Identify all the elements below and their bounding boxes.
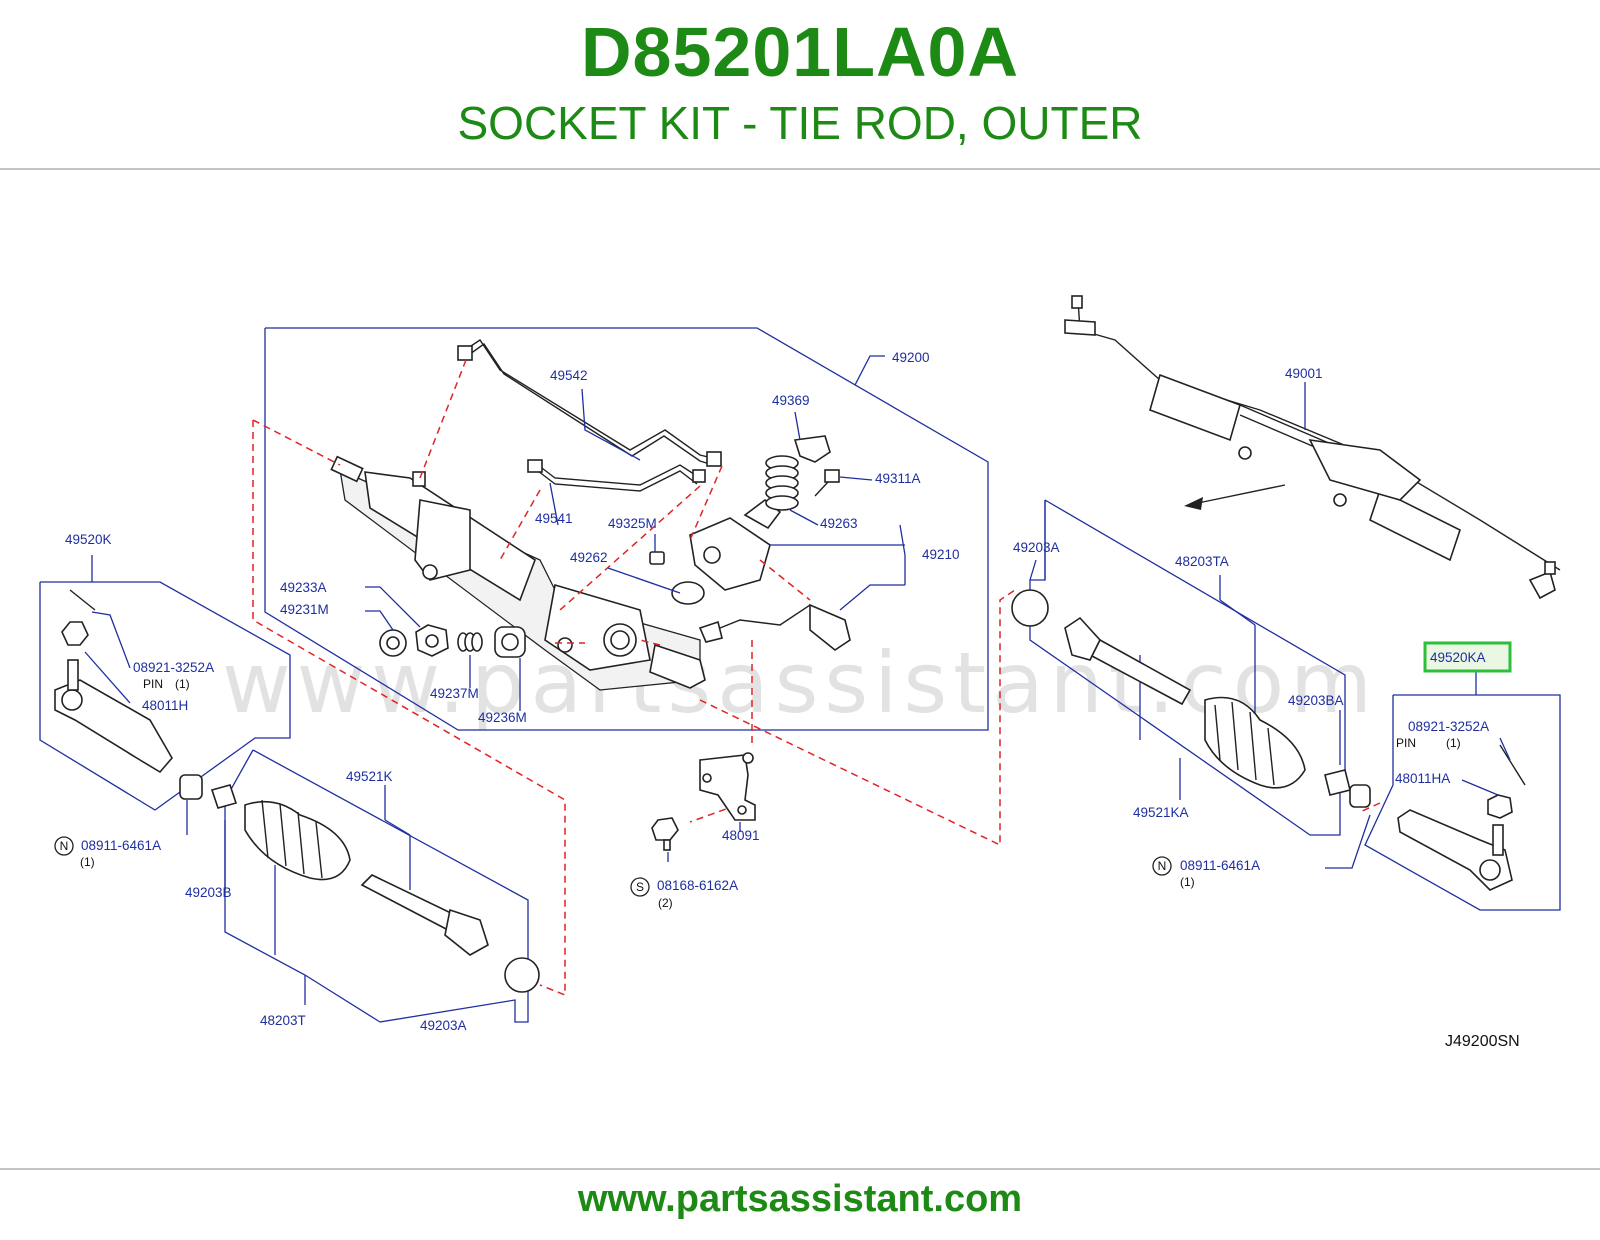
plug-49325M [649, 551, 665, 565]
group-box-49200 [264, 327, 989, 731]
direction-arrow [1197, 484, 1286, 504]
highlight-49520KA [1423, 641, 1512, 673]
nut-right [1349, 784, 1371, 808]
spring-49263 [765, 455, 799, 511]
symbol-s [630, 877, 650, 897]
boot-left [244, 799, 351, 881]
label-qty-08168: (2) [658, 896, 673, 910]
oring-49262 [671, 581, 705, 605]
label-49520KA[interactable]: 49520KA [1430, 650, 1486, 665]
label-49521KA[interactable]: 49521KA [1133, 805, 1189, 820]
footer-divider [0, 1168, 1600, 1170]
clamp-49203A-right [1011, 589, 1049, 627]
label-qty-08911-right: (1) [1180, 875, 1195, 889]
bracket-48091 [699, 752, 756, 821]
label-49262[interactable]: 49262 [570, 550, 608, 565]
header-divider [0, 168, 1600, 170]
label-pin-qty-left: (1) [175, 677, 190, 691]
diagram-ref-code: J49200SN [1445, 1033, 1520, 1050]
label-49203A-right[interactable]: 49203A [1013, 540, 1060, 555]
label-49263[interactable]: 49263 [820, 516, 858, 531]
label-49521K[interactable]: 49521K [346, 769, 393, 784]
boot-right [1204, 696, 1306, 789]
gear-assembly-49001 [1064, 295, 1561, 600]
label-49200[interactable]: 49200 [892, 350, 930, 365]
bolt-49311A [814, 469, 840, 497]
group-box-49520KA [1364, 694, 1561, 911]
footer-url[interactable]: www.partsassistant.com [577, 1178, 1023, 1220]
label-pin-left: PIN [143, 677, 163, 691]
rack-housing [330, 455, 706, 691]
svg-text:N: N [1158, 859, 1167, 873]
label-08911-left[interactable]: 08911-6461A [81, 838, 161, 853]
inner-tie-rod-left [360, 874, 489, 956]
header: D85201LA0A SOCKET KIT - TIE ROD, OUTER [0, 0, 1600, 170]
pipe-49542 [464, 339, 721, 461]
label-08911-right[interactable]: 08911-6461A [1180, 858, 1260, 873]
label-pin-qty-right: (1) [1446, 736, 1461, 750]
label-08168[interactable]: 08168-6162A [657, 878, 738, 893]
label-49233A[interactable]: 49233A [280, 580, 327, 595]
clamp-49203B [210, 784, 238, 809]
label-49001[interactable]: 49001 [1285, 366, 1323, 381]
label-49203A-left[interactable]: 49203A [420, 1018, 467, 1033]
watermark: www.partsassistant.com [222, 634, 1378, 732]
part-name: SOCKET KIT - TIE ROD, OUTER [457, 97, 1143, 149]
cap-49369 [793, 435, 831, 463]
svg-text:N: N [60, 839, 69, 853]
label-08921-right[interactable]: 08921-3252A [1408, 719, 1489, 734]
label-48203T[interactable]: 48203T [260, 1013, 306, 1028]
label-48091[interactable]: 48091 [722, 828, 760, 843]
label-48203TA[interactable]: 48203TA [1175, 554, 1229, 569]
label-49369[interactable]: 49369 [772, 393, 810, 408]
group-box-48203TA [1029, 499, 1346, 836]
valve-housing [689, 498, 782, 591]
seal-parts [379, 624, 526, 658]
outer-tie-rod-left [54, 589, 173, 774]
group-box-49520K [39, 581, 291, 811]
leader-49200 [854, 355, 885, 386]
label-48011H[interactable]: 48011H [142, 698, 188, 713]
symbol-n-left [54, 836, 74, 856]
label-49542[interactable]: 49542 [550, 368, 588, 383]
label-49325M[interactable]: 49325M [608, 516, 657, 531]
inner-tie-rod-right [1064, 616, 1192, 706]
label-pin-right: PIN [1396, 736, 1416, 750]
label-49203BA[interactable]: 49203BA [1288, 693, 1344, 708]
label-48011HA[interactable]: 48011HA [1395, 771, 1450, 786]
svg-text:S: S [636, 880, 644, 894]
label-49210[interactable]: 49210 [922, 547, 960, 562]
pipe-49541 [537, 464, 701, 486]
nut-left [179, 774, 203, 800]
dash-route-left [252, 420, 566, 997]
outer-tie-rod-right [1397, 744, 1526, 891]
label-49541[interactable]: 49541 [535, 511, 573, 526]
label-49236M[interactable]: 49236M [478, 710, 527, 725]
label-49203B[interactable]: 49203B [185, 885, 232, 900]
bolt-08168 [651, 817, 679, 851]
label-08921-left[interactable]: 08921-3252A [133, 660, 214, 675]
part-number: D85201LA0A [581, 13, 1019, 91]
label-49520K[interactable]: 49520K [65, 532, 112, 547]
label-49237M[interactable]: 49237M [430, 686, 479, 701]
label-qty-08911-left: (1) [80, 855, 95, 869]
clamp-49203A-left [504, 957, 540, 993]
symbol-n-right [1152, 856, 1172, 876]
label-49231M[interactable]: 49231M [280, 602, 329, 617]
label-49311A[interactable]: 49311A [875, 471, 921, 486]
clamp-49203BA [1324, 769, 1351, 796]
